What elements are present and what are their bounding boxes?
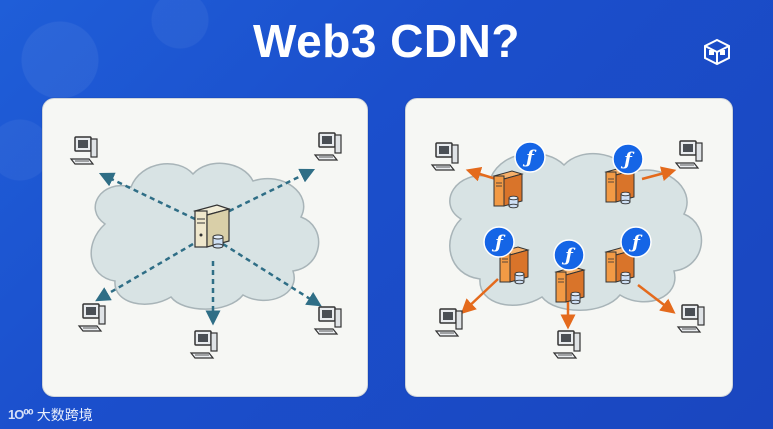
svg-text:ƒ: ƒ <box>491 232 506 253</box>
traditional-cdn-diagram <box>70 132 342 359</box>
computer-icon <box>675 140 703 169</box>
server-icon <box>555 266 585 305</box>
filecoin-icon: ƒ <box>514 141 546 173</box>
svg-text:ƒ: ƒ <box>628 232 643 253</box>
arrow-top-right <box>641 166 677 181</box>
filecoin-icon: ƒ <box>620 226 652 258</box>
web3-cdn-panel: ƒ ƒ ƒ ƒ ƒ <box>405 98 733 397</box>
watermark-text: 大数跨境 <box>36 407 93 423</box>
computer-icon <box>78 303 106 332</box>
watermark: 1O⁰⁰ 大数跨境 <box>8 405 93 425</box>
arrow-bottom-left <box>460 278 499 315</box>
server-icon <box>192 204 232 249</box>
arrow-bottom-right <box>637 284 676 314</box>
computer-icon <box>677 304 705 333</box>
filecoin-icon: ƒ <box>612 143 644 175</box>
computer-icon <box>70 136 98 165</box>
traditional-cdn-panel <box>42 98 368 397</box>
arrow-top-left <box>465 166 497 182</box>
page-title: Web3 CDN? <box>253 15 520 67</box>
computer-icon <box>190 330 218 359</box>
computer-icon <box>431 142 459 171</box>
database-icon <box>212 234 224 249</box>
web3-cdn-diagram: ƒ ƒ ƒ ƒ ƒ <box>431 140 705 359</box>
watermark-logo: 1O⁰⁰ <box>8 407 34 422</box>
svg-text:ƒ: ƒ <box>561 245 576 266</box>
svg-text:ƒ: ƒ <box>522 147 537 168</box>
computer-icon <box>553 330 581 359</box>
computer-icon <box>314 306 342 335</box>
computer-icon <box>435 308 463 337</box>
filecoin-icon: ƒ <box>483 226 515 258</box>
arrow-bottom-left <box>95 242 194 302</box>
svg-text:ƒ: ƒ <box>620 149 635 170</box>
filecoin-icon: ƒ <box>553 239 585 271</box>
cube-logo-icon <box>704 38 730 66</box>
arrow-top-left <box>98 172 196 221</box>
arrow-bottom-right <box>222 242 322 307</box>
computer-icon <box>314 132 342 161</box>
server-icon <box>493 170 523 209</box>
